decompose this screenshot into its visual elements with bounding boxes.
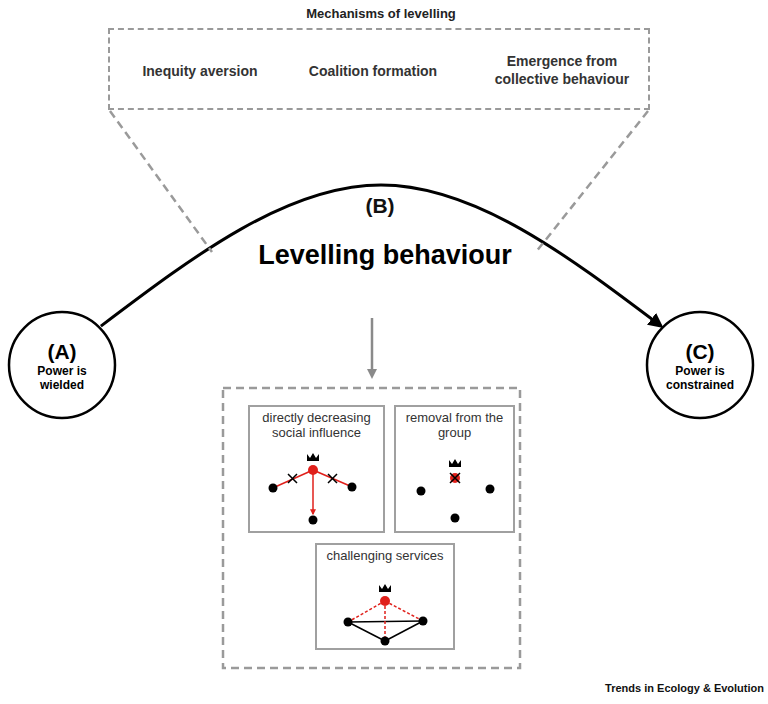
circle-outline [647, 312, 753, 418]
cut-mark [288, 474, 297, 483]
example-text: challenging services [317, 548, 453, 563]
mechanism-text: Coalition formation [288, 63, 458, 80]
member-link [385, 621, 423, 641]
state-text: Power is constrained [655, 364, 745, 392]
example-text: directly decreasing social influence [251, 410, 382, 440]
member-dot [486, 485, 495, 494]
member-dot [344, 618, 353, 627]
state-circle: (A)Power is wielded [7, 310, 117, 420]
zoom-line [536, 111, 648, 252]
member-dot [269, 484, 278, 493]
example-box: directly decreasing social influence [248, 405, 385, 533]
service-link [348, 601, 385, 622]
leader-dot [380, 596, 390, 606]
influence-link [312, 470, 314, 514]
edge-label: Levelling behaviour [255, 238, 515, 272]
leader-dot [308, 465, 318, 475]
service-link [384, 601, 386, 641]
state-circle: (C)Power is constrained [645, 310, 755, 420]
member-dot [451, 514, 460, 523]
state-letter: (A) [12, 339, 112, 364]
influence-link [275, 470, 313, 487]
box-heading: Mechanisms of levelling [110, 6, 652, 22]
member-dot [348, 483, 357, 492]
example-box: removal from the group [394, 405, 515, 533]
service-link [385, 601, 423, 621]
pointer-arrow [371, 318, 374, 374]
example-text: removal from the group [405, 410, 505, 440]
influence-link [313, 470, 350, 486]
member-dot [309, 516, 318, 525]
circle-outline [9, 312, 115, 418]
stage-letter: (B) [330, 194, 430, 218]
mechanism-text: Inequity aversion [130, 63, 270, 80]
mechanism-text: Emergence from collective behaviour [482, 52, 642, 88]
arc-connector [101, 185, 661, 326]
mechanisms-box: Mechanisms of levellingInequity aversion… [108, 28, 650, 110]
crown-icon [307, 453, 319, 461]
state-text: Power is wielded [23, 364, 101, 392]
crown-icon [449, 459, 461, 467]
crown-icon [379, 584, 391, 592]
journal-watermark: Trends in Ecology & Evolution [500, 682, 764, 694]
example-box: challenging services [315, 543, 455, 650]
zoom-line [110, 111, 212, 252]
member-dot [381, 637, 390, 646]
member-link [348, 621, 423, 622]
state-letter: (C) [650, 339, 750, 364]
member-link [348, 622, 385, 641]
member-dot [419, 617, 428, 626]
cut-mark [450, 473, 460, 483]
member-dot [417, 487, 426, 496]
leader-dot [450, 473, 460, 483]
example-container [223, 388, 520, 668]
cut-mark [328, 474, 337, 483]
